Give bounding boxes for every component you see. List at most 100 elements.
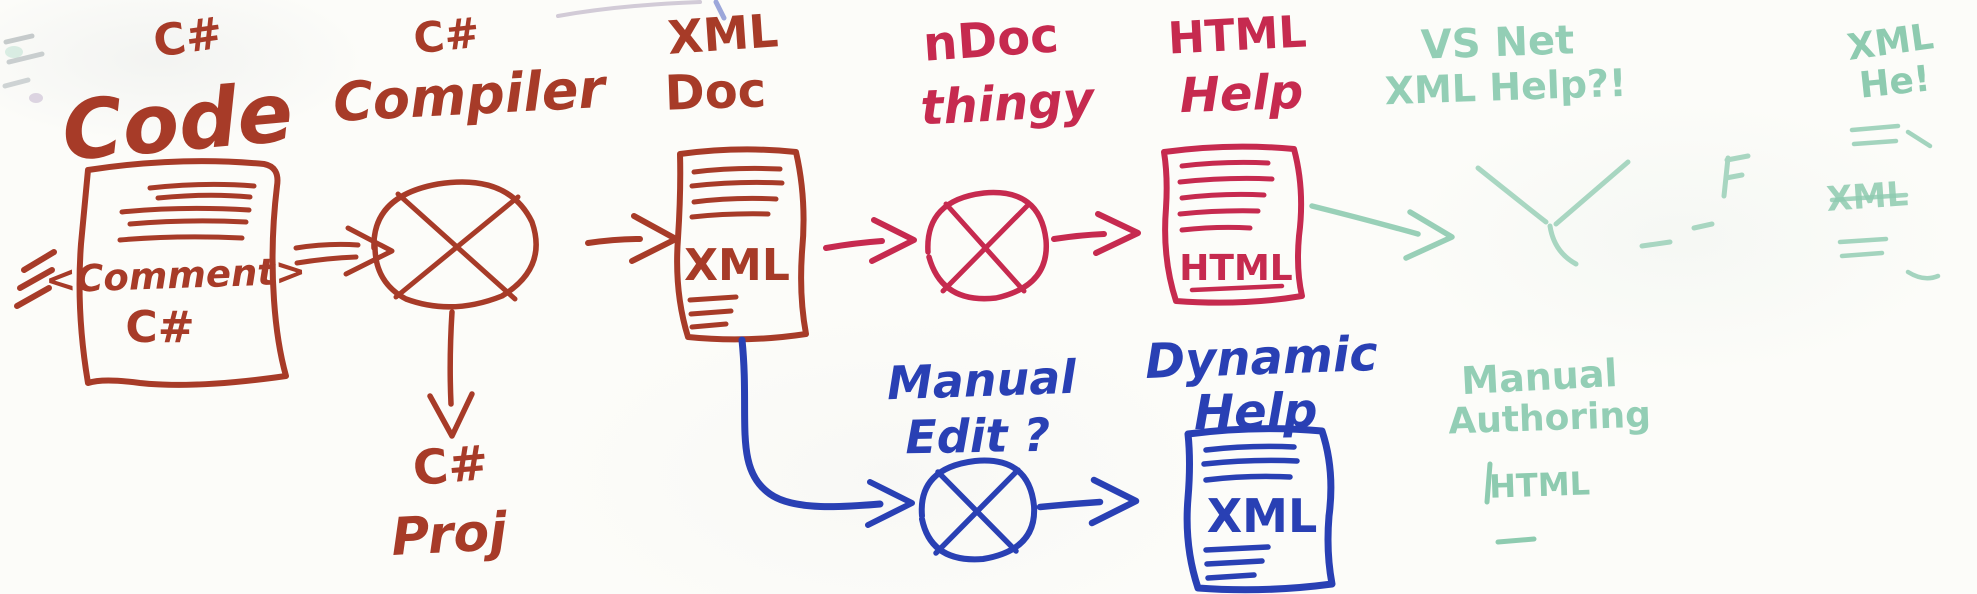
doc-scribble-line (1177, 208, 1261, 217)
comment-tag-text: <Comment> (44, 249, 306, 301)
doc-scribble-line (1203, 473, 1293, 483)
doc-scribble-line (155, 192, 253, 201)
doc-scribble-line (689, 211, 771, 220)
manualedit-label-line1: Manual (886, 350, 1078, 411)
arrow-curved-shaft (738, 336, 884, 511)
stray-pen-line (556, 0, 702, 18)
doc-scribble-line (1179, 191, 1267, 201)
dynamichelp-content-text: XML (1207, 489, 1318, 543)
content-underline (1189, 283, 1285, 293)
manualauthoring-sub-text: HTML (1489, 464, 1591, 505)
document-footer-lines (1203, 544, 1271, 581)
document-box-outline (1183, 425, 1336, 594)
arrow-xmldoc-to-manualedit (738, 336, 915, 528)
htmlhelp-content-text: HTML (1179, 248, 1292, 289)
proj-label-line1: C# (411, 435, 491, 497)
document-footer-lines (687, 294, 739, 330)
document-box-outline (674, 146, 809, 343)
xmldoc-label-line2: Doc (664, 62, 767, 122)
ghost-mark (1724, 153, 1751, 163)
doc-scribble-line (689, 321, 729, 330)
document-scribble-lines (689, 165, 785, 220)
smudge-mark (2, 77, 31, 89)
doc-scribble-line (1204, 558, 1265, 567)
csharp-inside-box-text: C# (125, 302, 194, 353)
htmlhelp-label-line1: HTML (1167, 6, 1308, 64)
doc-scribble-line (1179, 224, 1253, 233)
node-csharp-compiler: C# Compiler (332, 8, 610, 310)
doc-scribble-line (1203, 443, 1297, 453)
arrow-shaft (1051, 231, 1107, 242)
doc-scribble-line (1203, 544, 1271, 553)
manualauthoring-label-line1: Manual (1460, 351, 1618, 403)
process-circle (371, 179, 539, 310)
doc-scribble-line (691, 165, 783, 175)
board-smudges (2, 0, 727, 103)
circle-cross-stroke (933, 467, 1021, 556)
dynamichelp-label-line1: Dynamic (1144, 326, 1378, 390)
ghost-mark (1691, 221, 1715, 231)
ghost-mark (1547, 223, 1579, 267)
ghost-marks (1829, 123, 1941, 281)
arrow-shaft (294, 254, 359, 266)
stray-pen-tick (713, 0, 727, 21)
vsnet-label-line1: VS Net (1420, 17, 1575, 68)
document-scribble-lines (1201, 443, 1300, 483)
ghost-mark (1475, 165, 1549, 225)
hatch-stroke (21, 249, 57, 273)
node-csharp-code: C# Code <Comment> C# (14, 8, 307, 388)
arrow-shaft (1309, 203, 1421, 237)
arrow-compiler-to-xmldoc (585, 213, 679, 264)
document-scribble-lines (1177, 159, 1275, 233)
arrowhead (869, 217, 917, 264)
node-manual-edit: Manual Edit ? (886, 350, 1078, 563)
ghost-column-right: XML He! XML (1825, 16, 1941, 281)
ghost-mark (1839, 250, 1885, 259)
ghost-mark (1639, 239, 1673, 249)
compiler-label-line1: C# (411, 8, 482, 64)
arrowhead (427, 391, 475, 439)
arrow-ndoc-to-htmlhelp (1051, 211, 1141, 256)
arrow-xmldoc-to-ndoc (823, 217, 917, 264)
ghost-bar (1484, 461, 1493, 505)
vsnet-label-line2: XML Help?! (1384, 61, 1627, 113)
ghost-mark (1905, 129, 1933, 149)
ghost-mark (1849, 123, 1901, 133)
document-box-outline (1161, 143, 1305, 306)
ghost-mark (1837, 236, 1889, 245)
node-html-help: HTML Help HTML (1161, 6, 1308, 306)
arrowhead (1093, 211, 1141, 256)
process-circle (918, 457, 1038, 563)
node-ndoc-thingy: nDoc thingy (919, 7, 1097, 302)
doc-scribble-line (147, 181, 257, 191)
manualedit-label-line2: Edit ? (905, 408, 1051, 465)
csharp-code-label-line1: C# (150, 8, 226, 68)
node-csharp-proj: C# Proj (390, 435, 510, 568)
ghost-strikethrough (1829, 192, 1909, 203)
doc-scribble-line (687, 294, 739, 303)
ghost-xml-struck-text: XML (1825, 174, 1909, 220)
smudge-dot (29, 93, 43, 103)
hatch-stroke (17, 267, 55, 291)
arrow-shaft (1036, 498, 1104, 511)
smudge-dot (5, 46, 23, 58)
node-xml-doc: XML Doc XML (664, 3, 809, 343)
hatch-marks (14, 249, 57, 309)
doc-scribble-line (1177, 175, 1275, 185)
node-manual-authoring: Manual Authoring HTML (1448, 351, 1652, 545)
arrow-compiler-to-proj (427, 309, 475, 439)
compiler-label-line2: Compiler (332, 57, 610, 134)
document-box-outline (76, 158, 289, 388)
ghost-mark (1495, 536, 1537, 545)
xmldoc-label-line1: XML (666, 3, 780, 65)
doc-scribble-line (689, 179, 785, 189)
doc-scribble-line (1179, 159, 1271, 169)
ghost-mark (1553, 159, 1631, 227)
ghost-mark (1905, 269, 1941, 281)
arrow-shaft (447, 309, 455, 407)
arrowhead (1403, 209, 1455, 261)
doc-scribble-line (688, 308, 734, 317)
circle-cross-stroke (393, 194, 521, 300)
